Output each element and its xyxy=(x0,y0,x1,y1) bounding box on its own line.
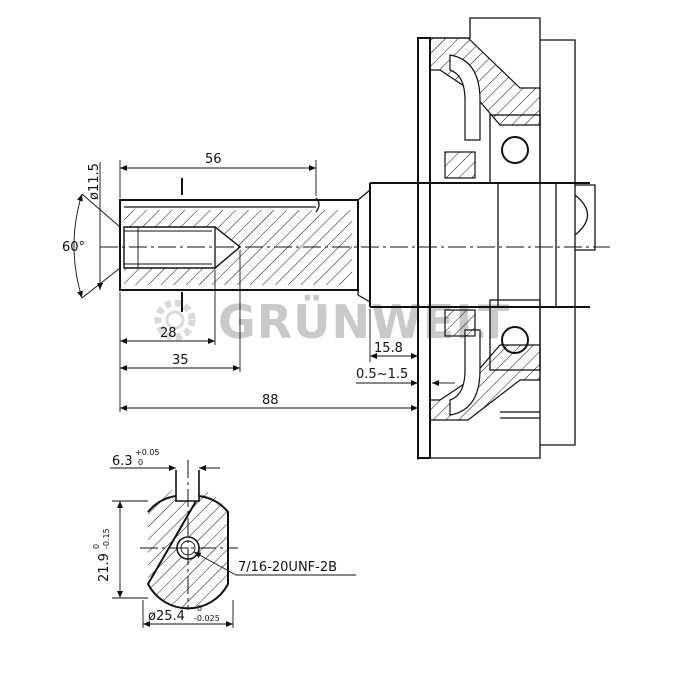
dim-88-label: 88 xyxy=(262,393,279,408)
dimension-key-width: 6.3 +0.05 0 xyxy=(110,448,220,471)
thread-callout: 7/16-20UNF-2B xyxy=(193,551,356,576)
flat-height-tol-lower: -0.15 xyxy=(102,528,111,549)
dim-15-8-label: 15.8 xyxy=(374,341,403,356)
dim-0-5-1-5-label: 0.5~1.5 xyxy=(356,367,408,382)
dim-angle-60-label: 60° xyxy=(62,240,85,255)
key-width-tol-upper: +0.05 xyxy=(135,448,160,457)
crankshaft xyxy=(100,182,610,308)
flat-height-tol-upper: 0 xyxy=(92,544,101,549)
dimension-56: 56 xyxy=(119,152,317,198)
dimension-15-8: 15.8 xyxy=(369,309,418,362)
dimension-28: 28 xyxy=(119,270,216,412)
dimension-35: 35 xyxy=(120,250,241,372)
dim-dia-11-5-label: ø11.5 xyxy=(87,163,102,200)
key-width-label: 6.3 xyxy=(112,454,133,469)
dim-56-label: 56 xyxy=(205,152,222,167)
section-diameter-tol-upper: 0 xyxy=(197,604,202,613)
section-diameter-tol-lower: -0.025 xyxy=(194,614,220,623)
engine-housing xyxy=(417,17,596,459)
dimension-dia-11-5: ø11.5 xyxy=(87,162,103,290)
section-diameter-label: ø25.4 xyxy=(148,609,185,624)
flat-height-label: 21.9 xyxy=(97,553,112,582)
dimension-flat-height: 21.9 0 -0.15 xyxy=(92,500,148,599)
key-width-tol-lower: 0 xyxy=(138,458,143,467)
dimension-section-diameter: ø25.4 0 -0.025 xyxy=(142,600,234,628)
dimension-88: 88 xyxy=(120,393,419,460)
thread-label: 7/16-20UNF-2B xyxy=(238,560,337,575)
shaft-section-view xyxy=(140,460,238,610)
dimension-angle-60: 60° xyxy=(62,193,121,299)
gear-logo-icon xyxy=(154,299,196,341)
dim-28-label: 28 xyxy=(160,326,177,341)
dim-35-label: 35 xyxy=(172,353,189,368)
dimension-0-5-1-5: 0.5~1.5 xyxy=(356,360,455,388)
